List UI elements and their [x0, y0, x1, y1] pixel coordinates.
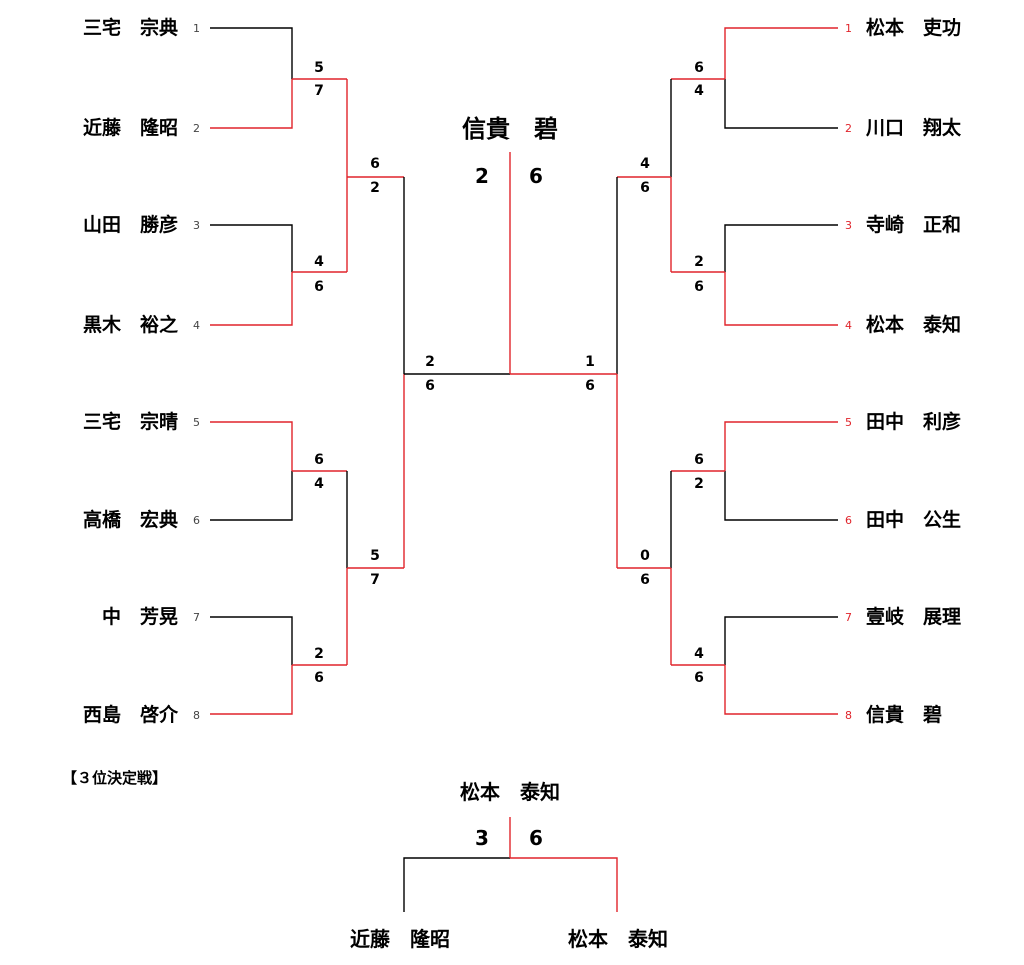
left-r1-m3-top — [210, 421, 293, 471]
right-player-8-name: 信貴 碧 — [866, 703, 942, 726]
left-r1-m2-bottom — [210, 272, 293, 326]
left-r1-m1-bottom — [210, 79, 293, 129]
left-seed-7: 7 — [193, 611, 200, 624]
right-seed-8: 8 — [845, 709, 852, 722]
right-seed-7: 7 — [845, 611, 852, 624]
right-seed-2: 2 — [845, 122, 852, 135]
left-r1-m2-top — [210, 224, 293, 272]
left-sf-score-top: 2 — [425, 354, 435, 370]
left-r1-m4-bottom — [210, 665, 293, 715]
right-sf-score-top: 1 — [585, 354, 595, 370]
champion-name: 信貴 碧 — [462, 115, 558, 143]
right-r1-m2-bottom — [724, 272, 838, 326]
third-place-score-right: 6 — [529, 826, 543, 850]
right-seed-6: 6 — [845, 514, 852, 527]
final-score-left: 2 — [475, 164, 489, 188]
left-player-8-name: 西島 啓介 — [83, 703, 179, 726]
right-r1-m3-top — [724, 421, 838, 471]
right-r2-match2-score-top: 0 — [640, 548, 650, 564]
left-r1-match4-score-top: 2 — [314, 646, 324, 662]
left-r1-match3-score-top: 6 — [314, 452, 324, 468]
third-right-branch — [510, 857, 618, 912]
third-place-heading: 【３位決定戦】 — [62, 769, 167, 787]
right-player-7-name: 壹岐 展理 — [866, 606, 961, 628]
left-seed-3: 3 — [193, 219, 200, 232]
left-player-4-name: 黒木 裕之 — [83, 313, 178, 336]
right-r1-match4-score-top: 4 — [694, 646, 704, 662]
left-r1-m1-top — [210, 27, 293, 79]
right-r1-match3-score-top: 6 — [694, 452, 704, 468]
right-r1-match1-score-bottom: 4 — [694, 83, 704, 99]
right-r2-match1-score-bottom: 6 — [640, 180, 650, 196]
left-player-5-name: 三宅 宗晴 — [83, 410, 178, 433]
left-player-2-name: 近藤 隆昭 — [83, 116, 178, 139]
right-r1-match3-score-bottom: 2 — [694, 476, 704, 492]
left-r1-match1-score-top: 5 — [314, 60, 324, 76]
left-seed-5: 5 — [193, 416, 200, 429]
right-seed-5: 5 — [845, 416, 852, 429]
left-seed-2: 2 — [193, 122, 200, 135]
right-r1-m4-top — [724, 616, 838, 665]
right-r1-m1-top — [724, 27, 838, 79]
right-seed-1: 1 — [845, 22, 852, 35]
left-r2-match2-score-top: 5 — [370, 548, 380, 564]
left-sf-score-bottom: 6 — [425, 378, 435, 394]
left-seed-8: 8 — [193, 709, 200, 722]
right-r2-match1-score-top: 4 — [640, 156, 650, 172]
left-r1-m3-bottom — [210, 471, 293, 521]
right-player-1-name: 松本 吏功 — [866, 16, 961, 39]
final-score-right: 6 — [529, 164, 543, 188]
right-r1-match4-score-bottom: 6 — [694, 670, 704, 686]
third-place-right-player: 松本 泰知 — [568, 927, 668, 951]
left-r1-match2-score-bottom: 6 — [314, 279, 324, 295]
left-r2-match2-score-bottom: 7 — [370, 572, 380, 588]
third-left-branch — [403, 857, 510, 912]
left-r1-match1-score-bottom: 7 — [314, 83, 324, 99]
left-seed-1: 1 — [193, 22, 200, 35]
right-player-6-name: 田中 公生 — [866, 508, 961, 531]
right-r1-match2-score-bottom: 6 — [694, 279, 704, 295]
right-player-5-name: 田中 利彦 — [866, 410, 961, 433]
third-place-score-left: 3 — [475, 826, 489, 850]
right-player-4-name: 松本 泰知 — [866, 313, 961, 336]
bracket-labels: 三宅 宗典 近藤 隆昭 山田 勝彦 黒木 裕之 三宅 宗晴 高橋 宏典 中 芳晃… — [62, 16, 962, 951]
right-seed-4: 4 — [845, 319, 852, 332]
third-place-winner-name: 松本 泰知 — [460, 780, 560, 804]
left-seed-4: 4 — [193, 319, 200, 332]
left-r2-match1-score-bottom: 2 — [370, 180, 380, 196]
third-place-left-player: 近藤 隆昭 — [350, 927, 450, 951]
right-sf-score-bottom: 6 — [585, 378, 595, 394]
right-r1-m2-top — [724, 224, 838, 272]
left-r2-match1-score-top: 6 — [370, 156, 380, 172]
left-player-1-name: 三宅 宗典 — [83, 16, 178, 39]
right-seed-3: 3 — [845, 219, 852, 232]
right-player-2-name: 川口 翔太 — [865, 116, 962, 139]
left-r1-m4-top — [210, 616, 293, 665]
right-r1-match2-score-top: 2 — [694, 254, 704, 270]
right-r2-match2-score-bottom: 6 — [640, 572, 650, 588]
left-seed-6: 6 — [193, 514, 200, 527]
left-r1-match2-score-top: 4 — [314, 254, 324, 270]
right-r1-m1-bottom — [724, 79, 838, 129]
bracket-lines — [210, 27, 838, 912]
right-player-3-name: 寺崎 正和 — [866, 213, 961, 236]
left-player-6-name: 高橋 宏典 — [83, 508, 178, 531]
right-r1-match1-score-top: 6 — [694, 60, 704, 76]
right-r1-m4-bottom — [724, 665, 838, 715]
left-r1-match3-score-bottom: 4 — [314, 476, 324, 492]
right-r1-m3-bottom — [724, 471, 838, 521]
left-r1-match4-score-bottom: 6 — [314, 670, 324, 686]
left-player-7-name: 中 芳晃 — [102, 605, 178, 628]
left-player-3-name: 山田 勝彦 — [83, 213, 178, 236]
